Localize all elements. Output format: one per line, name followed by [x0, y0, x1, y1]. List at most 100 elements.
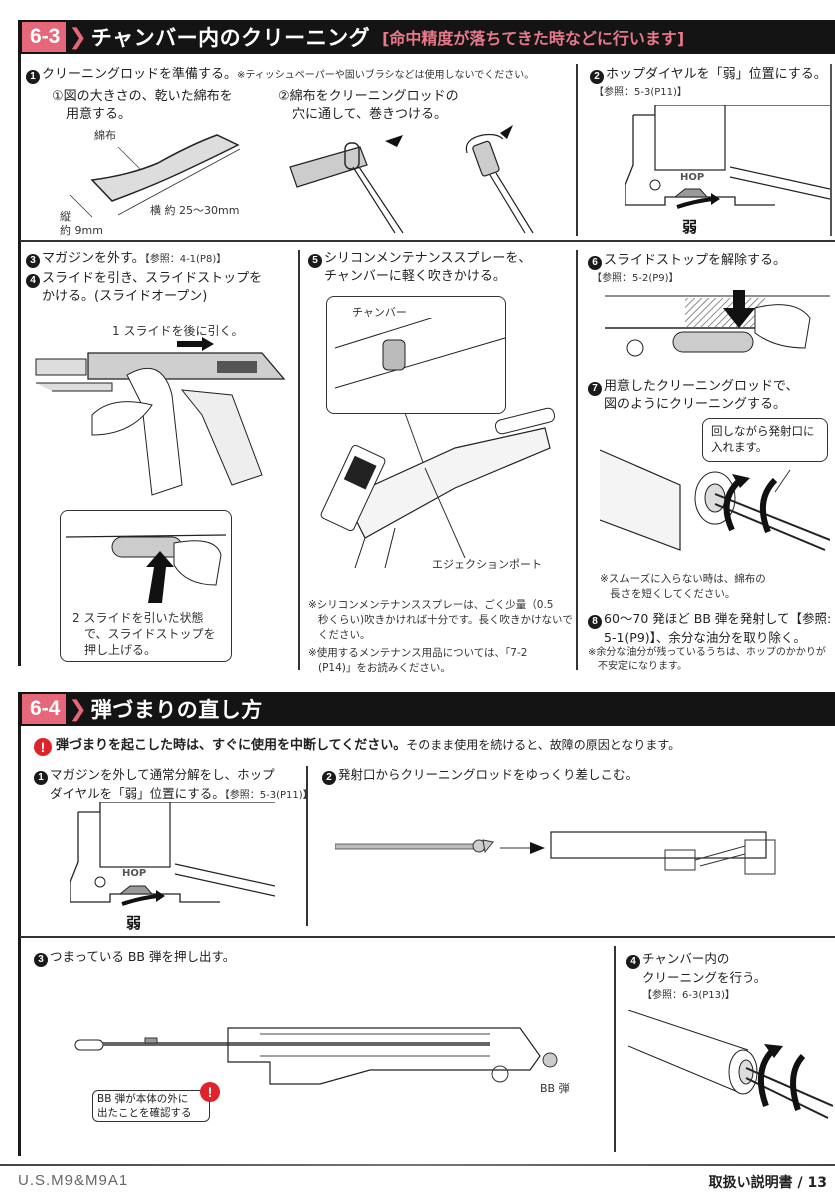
rotate-insert-callout: 回しながら発射口に 入れます。 [702, 418, 828, 462]
hop-dial-illustration [625, 105, 830, 209]
step-number-badge: 3 [26, 254, 40, 268]
caption-pull-slide: 1 スライドを後に引く。 [112, 324, 244, 338]
step-text: マガジンを外して通常分解をし、ホップ [50, 767, 275, 782]
note-line: ※スムーズに入らない時は、綿布の [600, 573, 766, 585]
sub-step-text: 穴に通して、巻きつける。 [292, 107, 447, 122]
chevron-right-icon: ❯ [68, 696, 87, 722]
callout-text: BB 弾が本体の外に 出たことを確認する [93, 1091, 209, 1120]
cloth-length-note: ※スムーズに入らない時は、綿布の 長さを短くしてください。 [600, 572, 766, 602]
callout-line: BB 弾が本体の外に [97, 1093, 189, 1105]
divider [20, 240, 835, 242]
step-text: 発射口からクリーニングロッドをゆっくり差しこむ。 [338, 767, 639, 782]
section-subtitle: [命中精度が落ちてきた時などに行います] [382, 29, 685, 48]
cloth-label: 綿布 [94, 129, 116, 142]
weak-label: 弱 [126, 914, 142, 932]
callout-line: 回しながら発射口に [711, 424, 815, 438]
reference-link[interactable]: 【参照：6-3(P13)】 [642, 990, 735, 1001]
note-line: (P14)」をお読みください。 [318, 662, 451, 674]
step-text: スライドを引き、スライドストップを [42, 271, 263, 286]
section-6-3-header: 6-3 ❯ チャンバー内のクリーニング [命中精度が落ちてきた時などに行います] [18, 20, 835, 54]
step-text: ダイヤルを「弱」位置にする。 [50, 786, 225, 801]
step-text: つまっている BB 弾を押し出す。 [50, 949, 236, 964]
hop-dial-illustration [70, 802, 275, 906]
sub-step-1: ①図の大きさの、乾いた綿布を 用意する。 [52, 88, 233, 124]
cotton-cloth-illustration [69, 134, 241, 218]
step-text: クリーニングを行う。 [642, 970, 767, 985]
divider [614, 946, 616, 1152]
step-number-badge: 2 [590, 70, 604, 84]
footer-rule [0, 1164, 835, 1166]
note-line: 秒くらい)吹きかければ十分です。長く吹きかけないで [318, 614, 573, 626]
push-bb-illustration [74, 1027, 558, 1085]
step-number-badge: 5 [308, 254, 322, 268]
step-note: ※ティッシュペーパーや固いブラシなどは使用しないでください。 [237, 70, 535, 81]
jam-warning: !弾づまりを起こした時は、すぐに使用を中断してください。そのまま使用を続けると、… [34, 736, 680, 756]
warning-icon: ! [200, 1082, 220, 1102]
note-line: ※使用するメンテナンス用品については、「7-2 [308, 647, 528, 659]
pull-slide-illustration [35, 337, 286, 496]
ejection-port-label: エジェクションポート [432, 558, 542, 571]
release-slide-stop-illustration [605, 290, 830, 357]
inset-chamber [326, 296, 506, 414]
bb-label: BB 弾 [540, 1082, 570, 1095]
height-label: 約 9mm [60, 224, 103, 237]
note-line: 不安定になります。 [598, 661, 687, 672]
hop-label: HOP [680, 172, 705, 183]
step-text: シリコンメンテナンススプレーを、 [324, 251, 532, 266]
step-text: マガジンを外す。 [42, 251, 145, 266]
reference-link[interactable]: 【参照：5-2(P9)】 [592, 273, 679, 284]
note-line: ※シリコンメンテナンススプレーは、ごく少量（0.5 [308, 599, 554, 611]
weak-label: 弱 [682, 218, 698, 236]
note-line: ※余分な油分が残っているうちは、ホップのかかりが [588, 647, 826, 658]
caption-line: 押し上げる。 [84, 643, 157, 657]
step-number-badge: 8 [588, 615, 602, 629]
step-number-badge: 4 [626, 955, 640, 969]
chamber-label: チャンバー [352, 306, 407, 319]
sub-step-text: 用意する。 [66, 107, 132, 122]
step-text: チャンバーに軽く吹きかける。 [324, 269, 506, 284]
divider [298, 250, 300, 670]
frame-border [18, 726, 21, 1156]
page-number: 取扱い説明書 / 13 [708, 1175, 827, 1191]
step-text: かける。(スライドオープン) [42, 289, 208, 304]
reference-link[interactable]: 【参照：4-1(P8)】 [144, 254, 227, 265]
callout-line: 入れます。 [711, 440, 768, 454]
section-title: チャンバー内のクリーニング [90, 26, 371, 50]
section-number: 6-4 [22, 694, 67, 724]
reference-link[interactable]: 【参照：5-3(P11)】 [594, 87, 687, 98]
step-text: 用意したクリーニングロッドで、 [604, 379, 799, 394]
divider [830, 64, 832, 236]
step-number-badge: 7 [588, 382, 602, 396]
step-text: 5-1(P9)】、余分な油分を取り除く。 [604, 630, 806, 645]
rod-cleaning-illustration [600, 449, 830, 551]
caption-line: 2 スライドを引いた状態 [72, 611, 204, 625]
caption-push-slide-stop: 2 スライドを引いた状態 で、スライドストップを 押し上げる。 [72, 610, 216, 658]
step-text: 図のようにクリーニングする。 [604, 397, 787, 412]
warning-icon: ! [34, 738, 52, 756]
width-label: 横 約 25〜30mm [150, 204, 240, 217]
warning-text: そのまま使用を続けると、故障の原因となります。 [406, 738, 681, 752]
step-number-badge: 4 [26, 274, 40, 288]
note-line: ください。 [318, 629, 371, 641]
divider [306, 766, 308, 926]
step-number-badge: 1 [34, 771, 48, 785]
confirm-bb-callout: BB 弾が本体の外に 出たことを確認する [92, 1090, 210, 1122]
frame-border [18, 54, 21, 666]
note-line: 長さを短くしてください。 [610, 588, 736, 600]
callout-text: 回しながら発射口に 入れます。 [703, 419, 827, 455]
reference-link[interactable]: 【参照：5-3(P11)】 [224, 790, 313, 801]
oil-note: ※余分な油分が残っているうちは、ホップのかかりが 不安定になります。 [588, 646, 826, 674]
caption-line: で、スライドストップを [84, 627, 216, 641]
sub-step-text: ②綿布をクリーニングロッドの [278, 89, 459, 104]
divider [576, 64, 578, 236]
